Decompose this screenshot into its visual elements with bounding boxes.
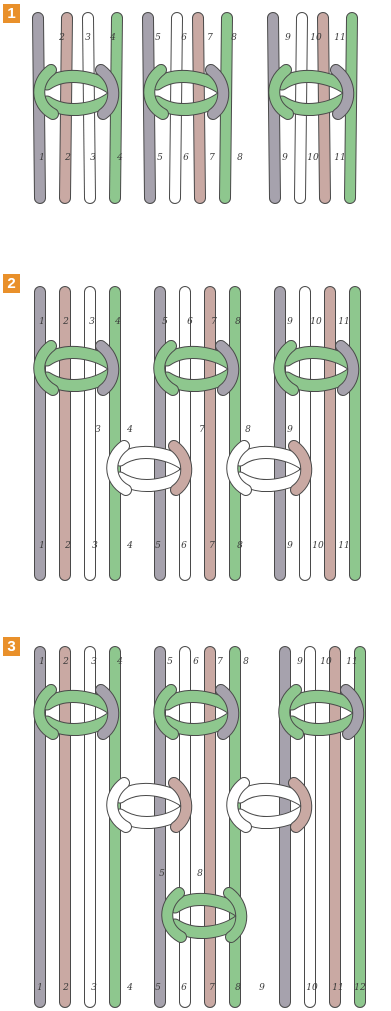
step2-label-top-4: 4 bbox=[114, 317, 121, 327]
step2-label-bottom-5: 5 bbox=[155, 541, 161, 551]
step1-label-bottom-5: 5 bbox=[157, 153, 163, 163]
step1-label-top-7: 8 bbox=[231, 33, 237, 43]
step3-label-bottom-2: 2 bbox=[62, 983, 69, 993]
step3-label-bottom-11: 11 bbox=[332, 983, 343, 993]
step2-label-bottom-6: 6 bbox=[181, 541, 187, 551]
step1-label-bottom-11: 11 bbox=[334, 153, 345, 163]
step1-group3-knot-loop-left bbox=[274, 70, 288, 114]
step3-label-bottom-1: 1 bbox=[37, 983, 43, 993]
step3-label-top-1: 1 bbox=[39, 657, 45, 667]
step2-label-top-8: 8 bbox=[235, 317, 241, 327]
step2-label-top-11: 11 bbox=[338, 317, 349, 327]
step1-label-bottom-10: 10 bbox=[307, 153, 319, 163]
step1-label-bottom-7: 7 bbox=[209, 153, 215, 163]
step2-label-bottom-1: 1 bbox=[39, 541, 45, 551]
step2-label-bottom-3: 3 bbox=[92, 541, 98, 551]
step2-label-mid-4: 8 bbox=[245, 425, 251, 435]
step1-label-bottom-9: 9 bbox=[282, 153, 288, 163]
step2-label-bottom-2: 2 bbox=[64, 541, 71, 551]
step3-label-bottom-4: 4 bbox=[126, 983, 133, 993]
step3-label-bottom-12: 12 bbox=[354, 983, 366, 993]
step1-label-top-2: 3 bbox=[85, 33, 91, 43]
step1-label-bottom-3: 3 bbox=[90, 153, 96, 163]
step2-label-top-2: 2 bbox=[62, 317, 69, 327]
step3-label-top-5: 5 bbox=[167, 657, 173, 667]
step3-group2-knot-loop-left bbox=[159, 690, 173, 734]
step-badge-3: 3 bbox=[3, 637, 20, 656]
step3-label-bottom-6: 6 bbox=[181, 983, 187, 993]
step1-label-top-9: 10 bbox=[310, 33, 322, 43]
step3-label-bottom-8: 8 bbox=[235, 983, 241, 993]
step2-label-top-5: 5 bbox=[162, 317, 168, 327]
step2-label-top-6: 6 bbox=[187, 317, 193, 327]
step1-label-top-10: 11 bbox=[334, 33, 345, 43]
step2-label-top-10: 10 bbox=[310, 317, 322, 327]
step3-label-top-6: 6 bbox=[193, 657, 199, 667]
step3-label-top-10: 10 bbox=[320, 657, 332, 667]
step1-label-bottom-4: 4 bbox=[116, 153, 123, 163]
step-badge-2: 2 bbox=[3, 274, 20, 293]
step2-label-top-9: 9 bbox=[287, 317, 293, 327]
step2-label-bottom-8: 8 bbox=[237, 541, 243, 551]
step1-label-top-8: 9 bbox=[285, 33, 291, 43]
step3-label-bottom-10: 10 bbox=[306, 983, 318, 993]
step2-label-bottom-9: 9 bbox=[287, 541, 293, 551]
step3-label-mid-2: 8 bbox=[197, 869, 203, 879]
step2-label-mid-3: 7 bbox=[199, 425, 205, 435]
step2-label-bottom-4: 4 bbox=[126, 541, 133, 551]
step2-label-top-3: 3 bbox=[89, 317, 95, 327]
step1-group1-knot-loop-left bbox=[39, 70, 53, 114]
step3-label-top-9: 9 bbox=[297, 657, 303, 667]
step3-label-top-11: 11 bbox=[346, 657, 357, 667]
step2-group1-knot-loop-left bbox=[39, 346, 53, 390]
step1-label-bottom-8: 8 bbox=[237, 153, 243, 163]
step-badge-1: 1 bbox=[3, 4, 20, 23]
step1-label-bottom-1: 1 bbox=[39, 153, 45, 163]
step2-label-bottom-11: 11 bbox=[338, 541, 349, 551]
step3-label-bottom-3: 3 bbox=[91, 983, 97, 993]
step3-label-top-4: 4 bbox=[116, 657, 123, 667]
step3-group3-knot-loop-left bbox=[284, 690, 298, 734]
step3-label-top-8: 8 bbox=[243, 657, 249, 667]
step1-label-bottom-6: 6 bbox=[183, 153, 189, 163]
step2-label-mid-1: 3 bbox=[95, 425, 101, 435]
step3-label-bottom-9: 9 bbox=[259, 983, 265, 993]
step1-label-bottom-2: 2 bbox=[64, 153, 71, 163]
step2-label-bottom-10: 10 bbox=[312, 541, 324, 551]
step2-group2-knot-loop-left bbox=[159, 346, 173, 390]
step1-label-top-4: 5 bbox=[155, 33, 161, 43]
step3-label-top-7: 7 bbox=[217, 657, 223, 667]
step2-label-bottom-7: 7 bbox=[209, 541, 215, 551]
step2-label-top-1: 1 bbox=[39, 317, 45, 327]
step3-label-mid-1: 5 bbox=[159, 869, 165, 879]
step3-label-bottom-5: 5 bbox=[155, 983, 161, 993]
step1-label-top-5: 6 bbox=[181, 33, 187, 43]
step2-label-mid-5: 9 bbox=[287, 425, 293, 435]
step3-group1-knot-loop-left bbox=[39, 690, 53, 734]
step2-group3-knot-loop-left bbox=[279, 346, 293, 390]
step1-group2-knot-loop-left bbox=[149, 70, 163, 114]
step3-label-top-2: 2 bbox=[62, 657, 69, 667]
step2-label-top-7: 7 bbox=[211, 317, 217, 327]
step2-label-mid-2: 4 bbox=[126, 425, 133, 435]
step1-label-top-1: 2 bbox=[58, 33, 65, 43]
step3-label-top-3: 3 bbox=[91, 657, 97, 667]
step3-third-row-knot-loop-left bbox=[167, 893, 181, 937]
step3-label-bottom-7: 7 bbox=[209, 983, 215, 993]
step1-label-top-6: 7 bbox=[207, 33, 213, 43]
step1-label-top-3: 4 bbox=[109, 33, 116, 43]
